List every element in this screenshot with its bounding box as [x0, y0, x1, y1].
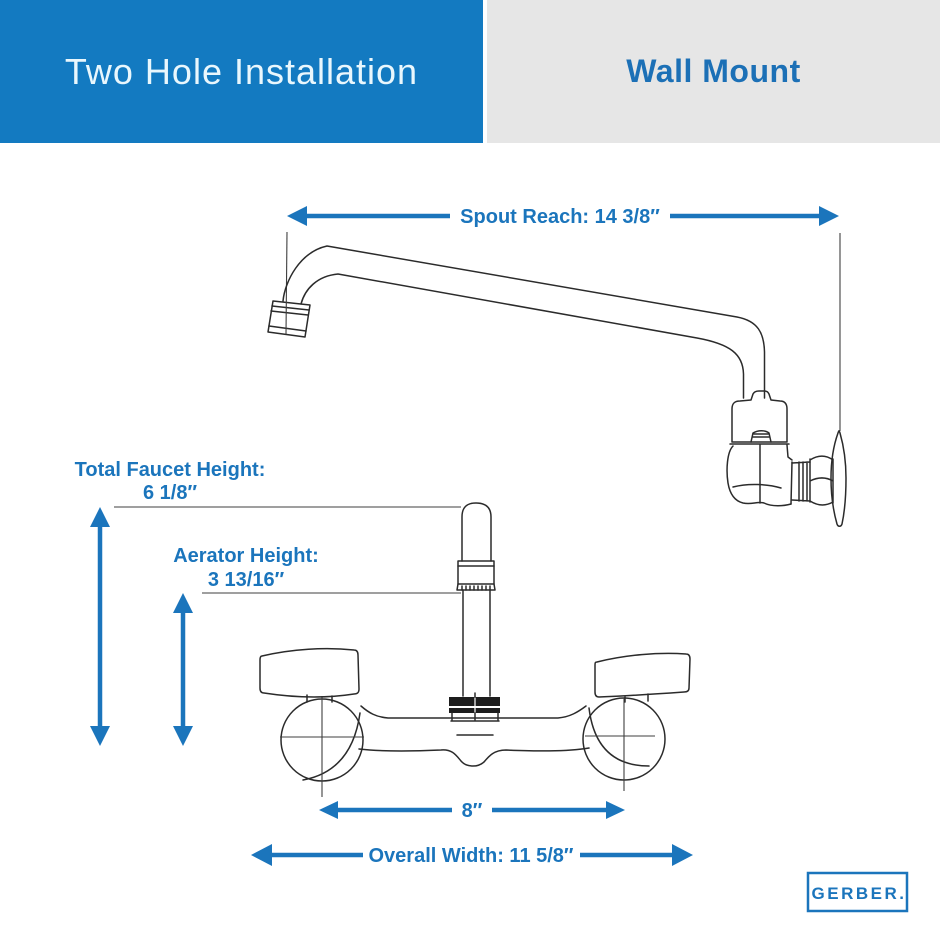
shank-tube — [462, 589, 491, 697]
elbow-inner-line — [732, 483, 782, 489]
arrowhead-down-icon — [173, 726, 193, 746]
header-band: Two Hole Installation Wall Mount — [0, 0, 940, 143]
spout-tube-inner — [300, 273, 745, 399]
arrowhead-up-icon — [173, 593, 193, 613]
coupling-nut-tab — [750, 430, 772, 443]
aerator-flare — [456, 583, 496, 591]
right-flange-bell-arc — [588, 707, 650, 767]
flange-crosshairs — [280, 696, 655, 797]
body-top-edge — [360, 705, 587, 719]
right-handle — [594, 652, 691, 698]
gerber-logo: GERBER. — [806, 871, 909, 913]
header-left-band: Two Hole Installation — [0, 0, 483, 143]
gerber-logo-box — [806, 871, 909, 913]
coupling-nut — [731, 390, 788, 443]
front-view-faucet — [259, 502, 691, 797]
side-view-faucet — [267, 231, 847, 527]
body-bottom-edge — [358, 747, 590, 767]
aerator-housing — [457, 560, 495, 585]
dimension-aerator-height: Aerator Height: 3 13/16″ — [173, 545, 461, 746]
arrowhead-left-icon — [251, 844, 272, 866]
dimension-spout-reach: Spout Reach: 14 3/8″ — [287, 206, 839, 228]
handle-stems — [306, 693, 649, 703]
threaded-connector — [791, 461, 811, 502]
spout-tip-bands — [268, 305, 310, 332]
wall-escutcheon — [830, 430, 847, 527]
dimension-hole-spacing: 8″ — [319, 800, 625, 822]
aerator-screen-ticks — [461, 585, 491, 591]
total-faucet-height-label: Total Faucet Height: — [75, 459, 266, 481]
aerator-height-value: 3 13/16″ — [208, 569, 285, 591]
elbow-outline — [726, 445, 792, 507]
mount-type-title: Wall Mount — [626, 53, 801, 89]
header-divider — [483, 0, 487, 143]
dimension-overall-width: Overall Width: 11 5/8″ — [251, 844, 693, 867]
shank-nut-skirt — [450, 692, 500, 722]
total-faucet-height-value: 6 1/8″ — [143, 482, 197, 504]
arrowhead-up-icon — [90, 507, 110, 527]
aerator-height-label: Aerator Height: — [173, 545, 319, 567]
shank-cap — [461, 502, 492, 562]
installation-type-title: Two Hole Installation — [64, 50, 419, 92]
spout-reach-label: Spout Reach: 14 3/8″ — [460, 206, 660, 228]
left-handle — [259, 647, 360, 698]
arrowhead-right-icon — [606, 801, 625, 819]
hole-spacing-label: 8″ — [462, 800, 483, 822]
left-flange-bell-arc — [302, 712, 361, 781]
arrowhead-left-icon — [287, 206, 307, 226]
gerber-logo-text: GERBER. — [812, 884, 907, 903]
arrowhead-right-icon — [819, 206, 839, 226]
spout-tip-centerline — [285, 231, 288, 335]
arrowhead-left-icon — [319, 801, 338, 819]
elbow-right-edge — [786, 444, 793, 505]
arrowhead-right-icon — [672, 844, 693, 866]
spout-tube-outer — [282, 245, 766, 399]
overall-width-label: Overall Width: 11 5/8″ — [368, 845, 573, 867]
hex-nut — [809, 455, 834, 506]
arrowhead-down-icon — [90, 726, 110, 746]
dimension-total-faucet-height: Total Faucet Height: 6 1/8″ — [75, 459, 461, 746]
header-right-band: Wall Mount — [487, 0, 940, 143]
spout-tip-sleeve — [267, 300, 311, 338]
